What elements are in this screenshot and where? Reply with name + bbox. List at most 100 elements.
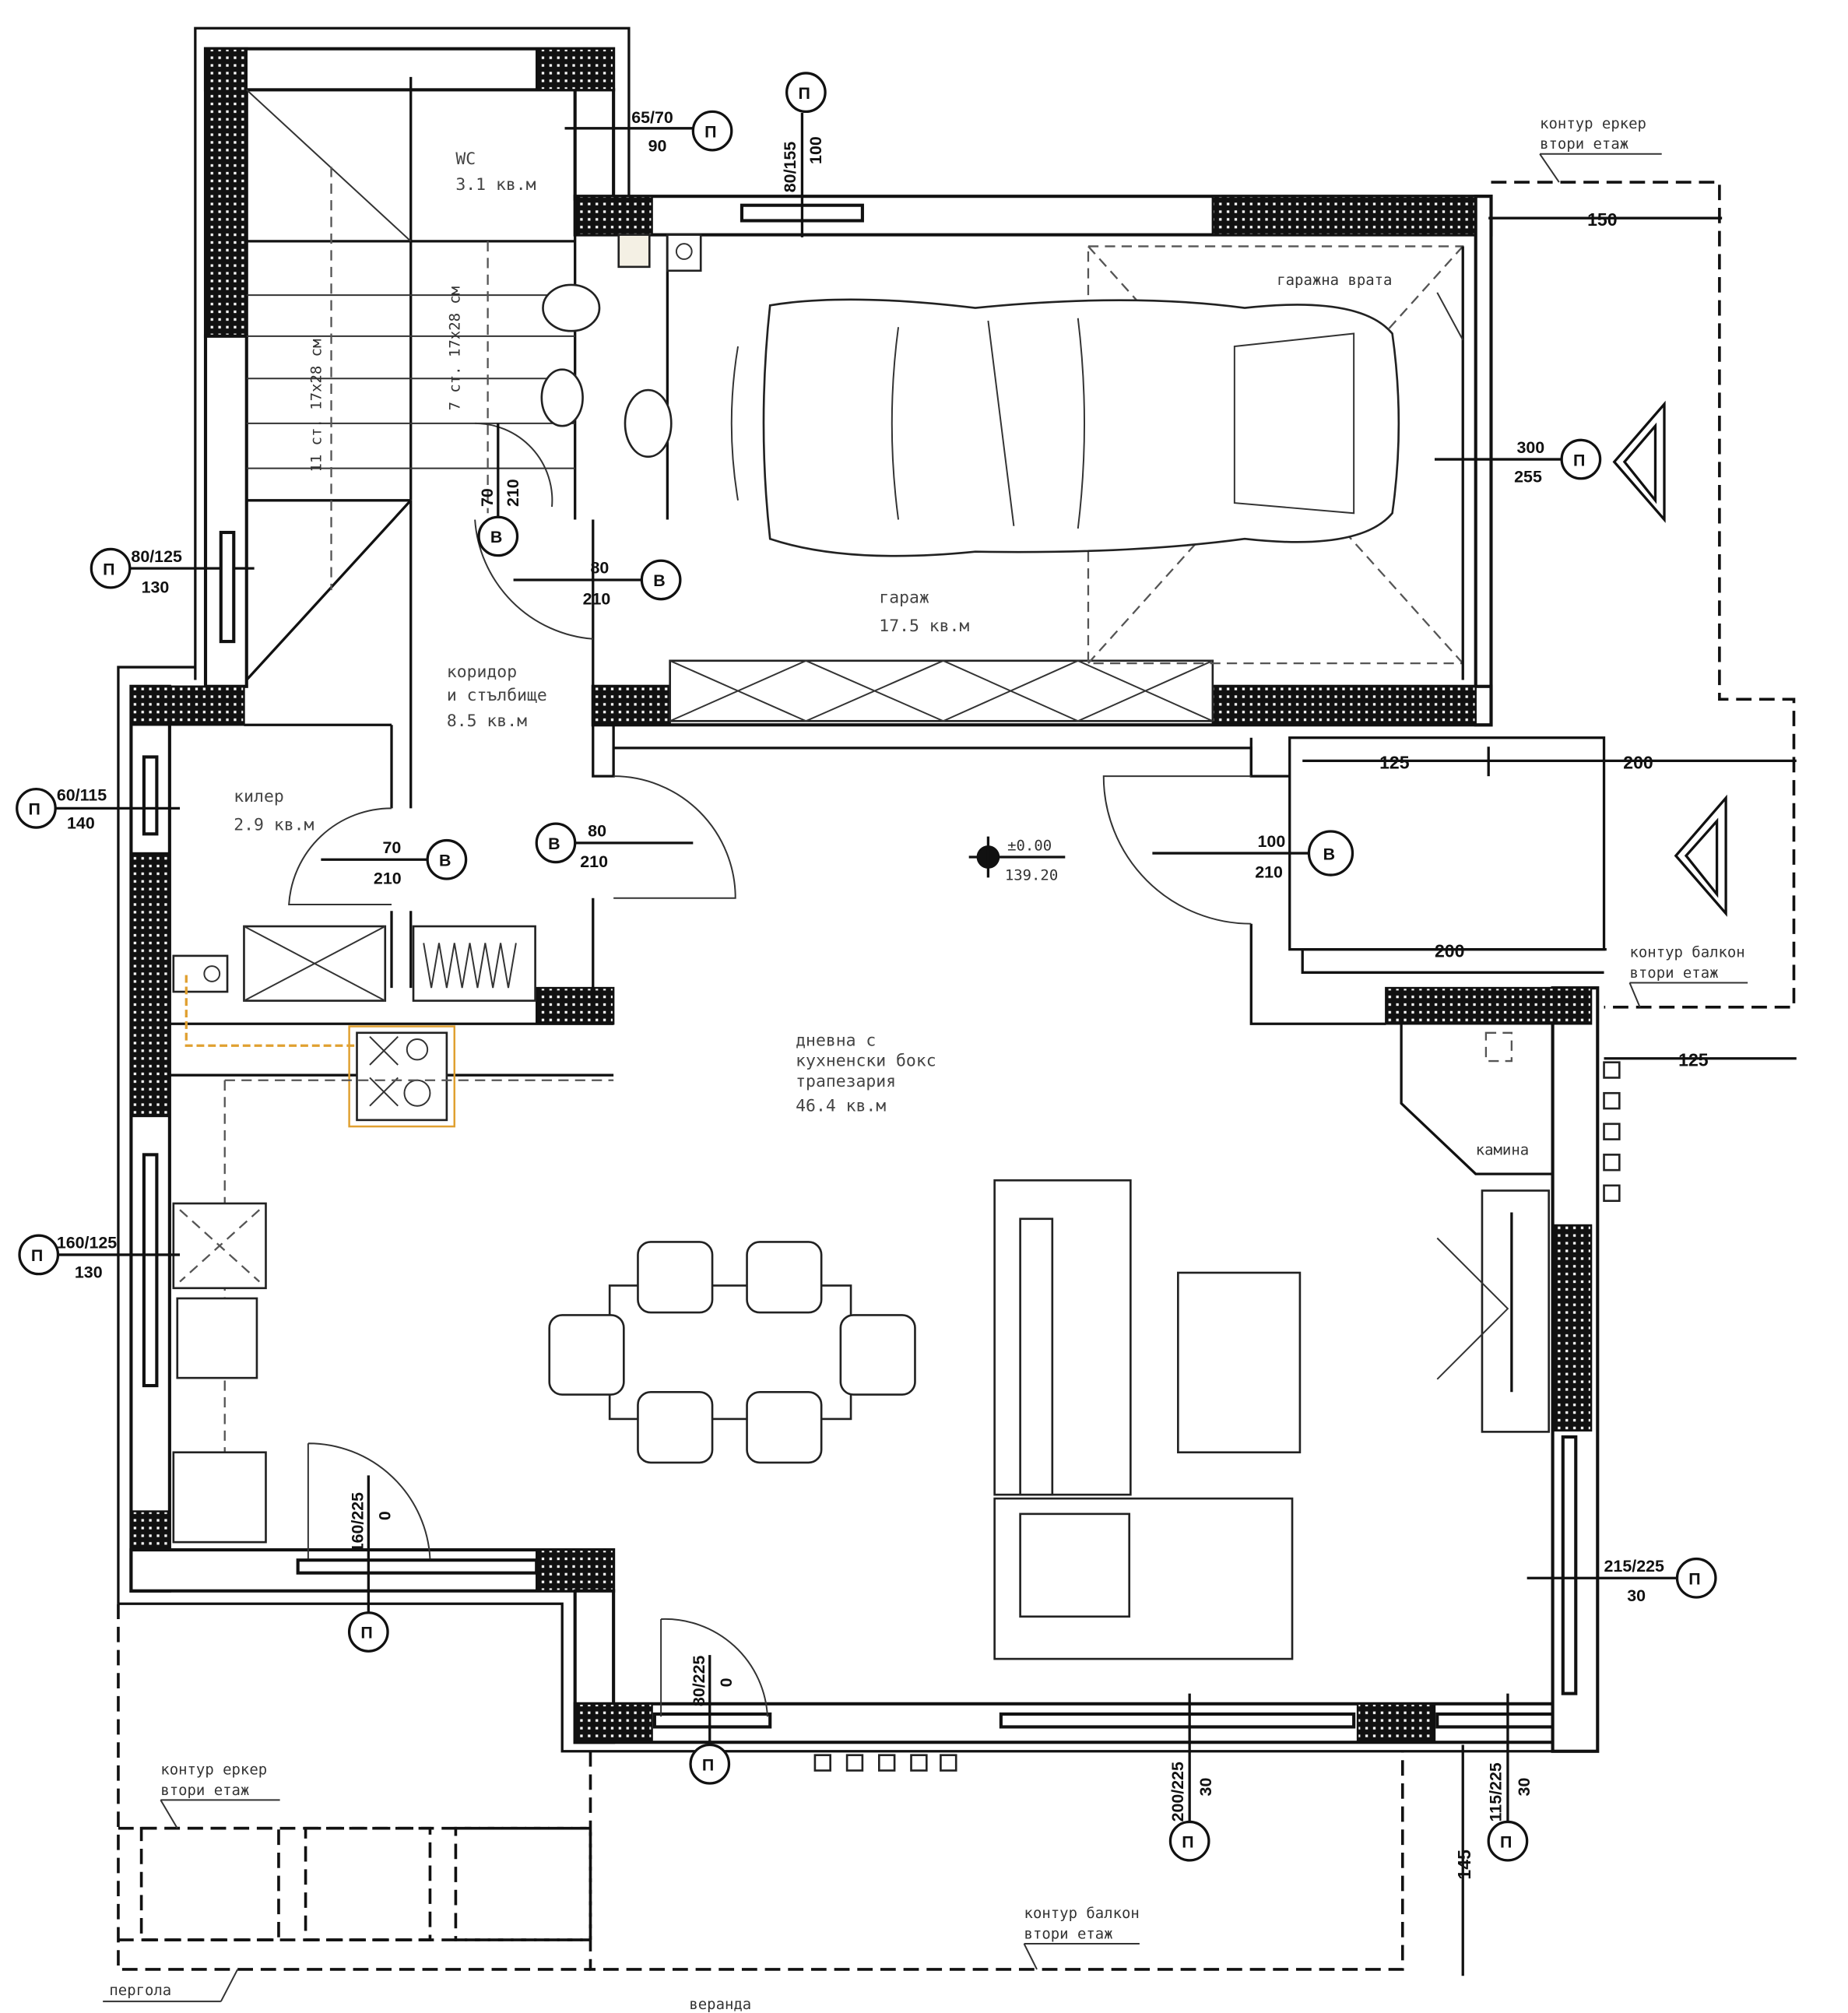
room-name: гараж: [879, 588, 929, 608]
dimension-line: 150: [1488, 209, 1723, 230]
window-symbol: П: [1500, 1832, 1512, 1851]
window-size: 160/225: [349, 1492, 367, 1552]
window-sill-height: 130: [75, 1263, 103, 1282]
window-size: 160/125: [57, 1234, 117, 1252]
room-label-pantry: килер 2.9 кв.м: [234, 787, 314, 834]
dimension-line: 200: [1488, 752, 1797, 772]
stair-treads: [246, 167, 575, 591]
window-sill-height: 140: [67, 814, 95, 833]
door-tag: В 100 210: [1152, 830, 1354, 881]
window-tag: П 65/70 90: [564, 108, 733, 155]
window-sill-height: 100: [806, 136, 825, 164]
room-name: и стълбище: [447, 686, 547, 705]
note-text: контур балкон: [1630, 944, 1745, 961]
room-area: 3.1 кв.м: [455, 175, 536, 195]
dimension-value: 200: [1435, 941, 1464, 961]
window-symbol: П: [1688, 1570, 1700, 1589]
window-size: 215/225: [1604, 1557, 1664, 1576]
window-tag: П 80/125 130: [90, 530, 255, 644]
window-tag: П 215/225 30: [1527, 1557, 1717, 1605]
window-tag: П 200/225 30: [1168, 1693, 1215, 1862]
note-text: втори етаж: [160, 1782, 249, 1799]
balcony-entrance-arrow: [1674, 794, 1727, 917]
room-name: трапезария: [796, 1072, 896, 1091]
window-sill-height: 30: [1627, 1586, 1646, 1605]
door-height: 210: [1255, 862, 1283, 881]
garage-cabinets: [669, 659, 1214, 722]
note-pergola: пергола: [103, 1969, 239, 2003]
window-symbol: П: [31, 1246, 43, 1265]
window-symbol: П: [360, 1624, 372, 1642]
window-sill-height: 0: [375, 1511, 394, 1520]
room-label-living: дневна с кухненски бокс трапезария 46.4 …: [796, 1031, 936, 1115]
room-name: кухненски бокс: [796, 1052, 936, 1071]
note-veranda: веранда: [689, 1996, 751, 2013]
door-symbol: В: [548, 834, 560, 853]
room-name: коридор: [447, 662, 517, 682]
wc-fixtures: [540, 234, 702, 458]
dimension-value: 125: [1379, 752, 1410, 772]
window-sill-height: 130: [142, 578, 170, 596]
note-garage-door: гаражна врата: [1277, 272, 1464, 341]
room-area: 2.9 кв.м: [234, 815, 314, 834]
note-text: контур еркер: [160, 1761, 267, 1778]
window-size: 80/125: [131, 547, 182, 566]
door-swings: [288, 422, 1252, 1717]
window-symbol: П: [702, 1755, 714, 1774]
stair-flight-label: 11 ст. 17x28 см: [307, 339, 325, 473]
dimension-value: 125: [1678, 1050, 1709, 1070]
dimension-value: 150: [1587, 209, 1617, 230]
door-width: 70: [382, 838, 401, 857]
sofa: [993, 1179, 1294, 1660]
door-symbol: В: [653, 571, 665, 590]
dimension-line: 125: [1302, 747, 1490, 777]
room-area: 8.5 кв.м: [447, 711, 527, 731]
window-size: 80/225: [690, 1656, 708, 1707]
note-bay-outline: контур еркер втори етаж: [160, 1761, 280, 1829]
window-symbol: П: [29, 800, 40, 819]
exterior-steps-bottom: [813, 1754, 957, 1772]
elevation-absolute: 139.20: [1005, 867, 1058, 884]
room-name: WC: [455, 149, 476, 169]
elevation-mark: ±0.00 139.20: [968, 836, 1066, 884]
window-size: 65/70: [631, 108, 673, 127]
door-width: 80: [588, 822, 606, 841]
kitchen-units: [172, 925, 614, 1544]
room-label-garage: гараж 17.5 кв.м: [879, 588, 969, 636]
window-symbol: П: [103, 560, 114, 578]
window-size: 115/225: [1487, 1762, 1505, 1822]
window-symbol: П: [1573, 451, 1585, 469]
room-area: 17.5 кв.м: [879, 617, 969, 636]
note-text: втори етаж: [1630, 964, 1719, 982]
door-width: 100: [1258, 832, 1286, 851]
door-symbol: В: [1323, 845, 1335, 863]
balcony-outline-upper-floor-bottom: [588, 1751, 1404, 1971]
garage-door-tag: П 300 255: [1434, 438, 1602, 487]
window-symbol: П: [1182, 1832, 1193, 1851]
room-name: дневна с: [796, 1031, 876, 1050]
room-area: 46.4 кв.м: [796, 1096, 886, 1115]
window-symbol: П: [704, 122, 716, 141]
window-tag: П 160/225 0: [347, 1475, 394, 1653]
elevation-relative: ±0.00: [1007, 838, 1052, 855]
window-size: 60/115: [57, 785, 107, 804]
note-text: гаражна врата: [1277, 272, 1392, 289]
note-balcony-outline: контур балкон втори етаж: [1023, 1905, 1140, 1970]
room-label-wc: WC 3.1 кв.м: [455, 149, 536, 195]
door-tag: В 70 210: [477, 423, 522, 557]
note-balcony-outline: контур балкон втори етаж: [1628, 944, 1748, 1008]
dimension-line: 145: [1454, 1744, 1474, 1976]
coffee-table: [1177, 1271, 1302, 1454]
bay-outline-upper-floor-right: [1491, 181, 1796, 1009]
door-tag: В 70 210: [321, 838, 468, 888]
note-text: втори етаж: [1024, 1925, 1113, 1942]
note-text: пергола: [109, 1982, 171, 1999]
window-tag: П 80/155 100: [781, 72, 827, 237]
door-width: 80: [590, 559, 609, 578]
walls: [117, 26, 1606, 1753]
door-symbol: В: [490, 528, 502, 546]
window-symbol: П: [798, 84, 810, 103]
dimension-line: 200: [1302, 941, 1607, 961]
door-height: 210: [374, 869, 402, 888]
window-tag: П 60/115 140: [16, 785, 181, 833]
